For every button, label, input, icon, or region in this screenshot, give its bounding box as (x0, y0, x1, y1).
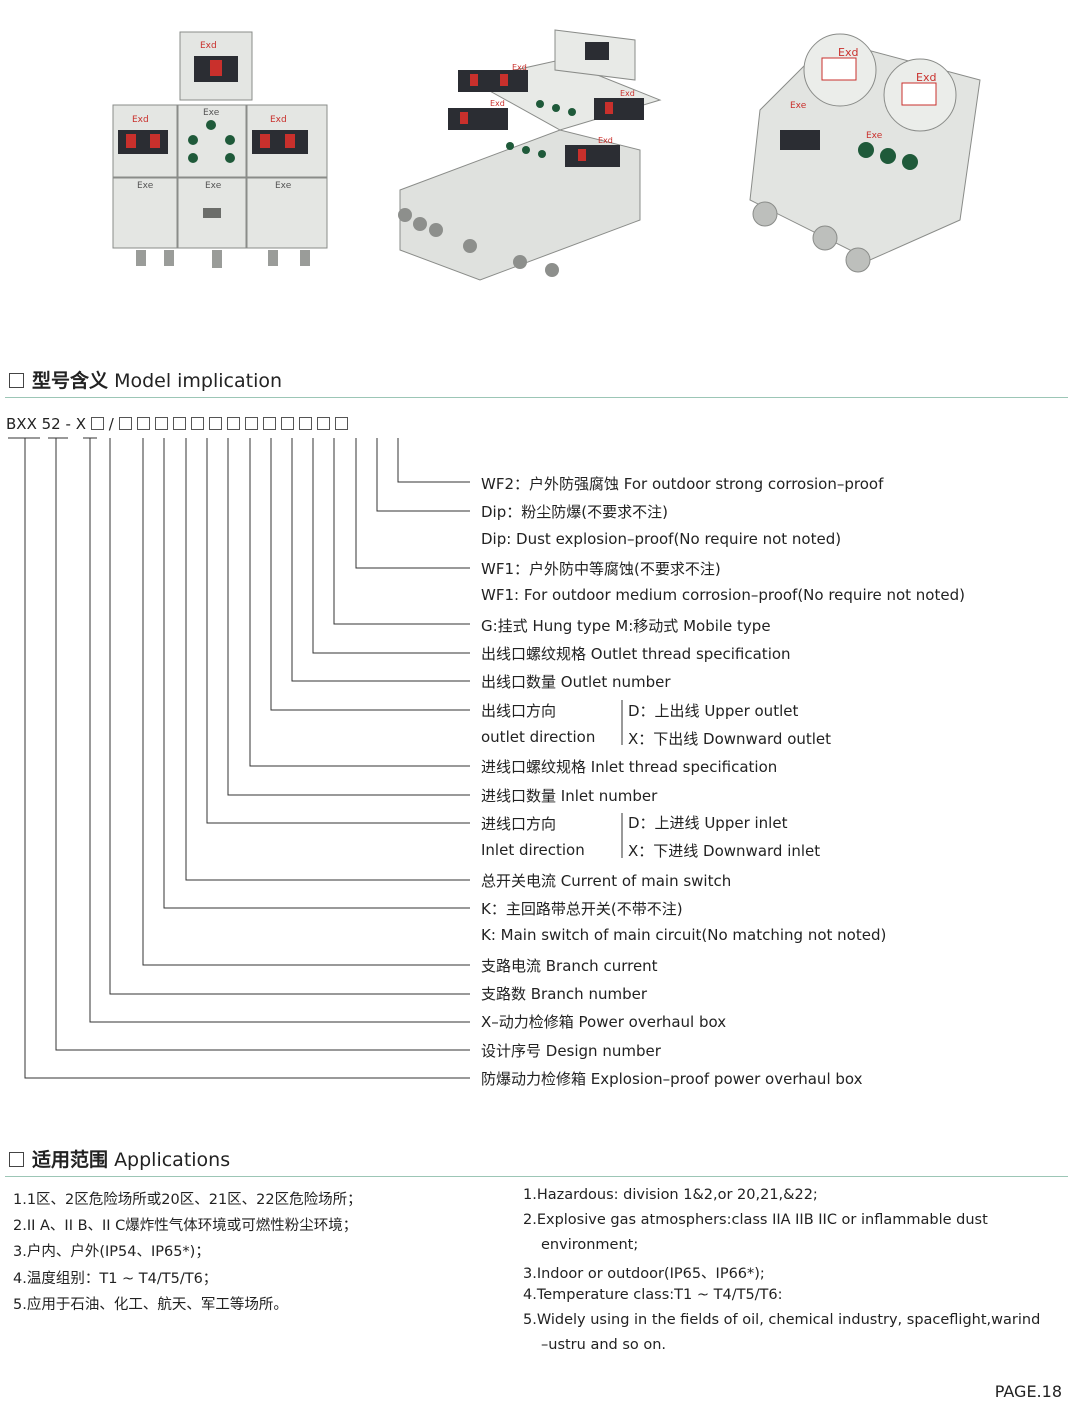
product-3-illustration: Exd Exd Exe Exe (749, 33, 981, 273)
product-photos: Exd Exd Exe Exd Exe Exe Exe (112, 29, 981, 281)
code-slot-box (154, 417, 168, 430)
code-slot-box (90, 417, 104, 430)
model-item-inlet-direction-cn: 进线口方向 (481, 815, 557, 833)
code-slash: / (108, 415, 114, 433)
p1-br-label: Exe (275, 181, 292, 191)
code-slot-box (262, 417, 276, 430)
application-en-2: 2.Explosive gas atmosphers:class IIA IIB… (523, 1212, 988, 1228)
model-item-design-number: 设计序号 Design number (481, 1042, 661, 1060)
p1-bl-label: Exe (137, 181, 154, 191)
application-cn-2: 2.II A、II B、II C爆炸性气体环境或可燃性粉尘环境； (13, 1218, 358, 1234)
model-section-heading: 型号含义 Model implication (9, 366, 282, 393)
product-2-illustration: Exd Exd Exd Exd (398, 29, 662, 281)
inlet-option-downward: X：下进线 Downward inlet (628, 842, 821, 860)
code-slot-box (172, 417, 186, 430)
applications-heading-cn: 适用范围 (32, 1149, 109, 1171)
model-item-inlet-thread: 进线口螺纹规格 Inlet thread specification (481, 758, 778, 776)
code-slot-box (298, 417, 312, 430)
code-slot-box (136, 417, 150, 430)
model-item-box-type: X–动力检修箱 Power overhaul box (481, 1013, 727, 1031)
applications-heading-en: Applications (114, 1149, 231, 1171)
p2-b-label: Exd (490, 99, 505, 108)
applications-divider (5, 1176, 1068, 1177)
model-item-outlet-direction-cn: 出线口方向 (481, 702, 557, 720)
model-item-wf2: WF2：户外防强腐蚀 For outdoor strong corrosion–… (481, 475, 884, 493)
model-item-main-switch-en: K: Main switch of main circuit(No matchi… (481, 926, 887, 944)
application-en-5: 5.Widely using in the fields of oil, che… (523, 1312, 1041, 1328)
p1-mid-label: Exe (203, 108, 220, 118)
code-slot-box (190, 417, 204, 430)
model-item-main-switch-current: 总开关电流 Current of main switch (481, 872, 732, 890)
application-en-2-cont: environment; (541, 1237, 639, 1253)
application-en-3: 3.Indoor or outdoor(IP65、IP66*); (523, 1266, 765, 1282)
p3-d-label: Exe (866, 131, 883, 141)
application-en-4: 4.Temperature class:T1 ~ T4/T5/T6: (523, 1287, 783, 1303)
page-number: PAGE.18 (994, 1382, 1062, 1401)
p1-right-label: Exd (270, 115, 287, 125)
code-slot-box (118, 417, 132, 430)
model-item-inlet-number: 进线口数量 Inlet number (481, 787, 658, 805)
model-code: BXX 52 - X / (6, 415, 353, 433)
p2-c-label: Exd (620, 89, 635, 98)
model-item-outlet-thread: 出线口螺纹规格 Outlet thread specification (481, 645, 791, 663)
code-slot-box (334, 417, 348, 430)
code-slot-box (316, 417, 330, 430)
application-cn-1: 1.1区、2区危险场所或20区、21区、22区危险场所； (13, 1192, 362, 1208)
model-item-mount-type: G:挂式 Hung type M:移动式 Mobile type (481, 617, 771, 635)
code-slot-box (226, 417, 240, 430)
application-en-5-cont: –ustru and so on. (541, 1337, 667, 1353)
model-divider (5, 397, 1068, 398)
code-dash: - (65, 415, 71, 433)
p1-bm-label: Exe (205, 181, 222, 191)
model-item-wf1-en: WF1: For outdoor medium corrosion–proof(… (481, 586, 965, 604)
model-item-dip-en: Dip: Dust explosion–proof(No require not… (481, 530, 842, 548)
model-item-wf1-cn: WF1：户外防中等腐蚀(不要求不注) (481, 560, 721, 578)
p2-d-label: Exd (598, 136, 613, 145)
outlet-option-upper: D：上出线 Upper outlet (628, 702, 799, 720)
heading-checkbox-icon (9, 1152, 24, 1167)
model-item-main-switch-cn: K：主回路带总开关(不带不注) (481, 900, 683, 918)
code-type: X (75, 415, 86, 433)
inlet-option-upper: D：上进线 Upper inlet (628, 814, 788, 832)
model-item-outlet-number: 出线口数量 Outlet number (481, 673, 671, 691)
p2-a-label: Exd (512, 63, 527, 72)
code-slot-box (280, 417, 294, 430)
heading-checkbox-icon (9, 373, 24, 388)
code-slot-box (244, 417, 258, 430)
model-heading-cn: 型号含义 (32, 370, 109, 392)
code-design: 52 (41, 415, 61, 433)
code-slot-box (208, 417, 222, 430)
model-item-inlet-direction-en: Inlet direction (481, 841, 585, 859)
p3-a-label: Exd (838, 46, 858, 59)
model-item-outlet-direction-en: outlet direction (481, 728, 596, 746)
model-item-product-name: 防爆动力检修箱 Explosion–proof power overhaul b… (481, 1070, 863, 1088)
p3-b-label: Exd (916, 71, 936, 84)
model-item-dip-cn: Dip：粉尘防爆(不要求不注) (481, 503, 668, 521)
application-en-1: 1.Hazardous: division 1&2,or 20,21,&22; (523, 1187, 818, 1203)
p1-left-label: Exd (132, 115, 149, 125)
model-heading-en: Model implication (114, 370, 283, 392)
application-cn-5: 5.应用于石油、化工、航天、军工等场所。 (13, 1297, 288, 1313)
model-item-branch-number: 支路数 Branch number (481, 985, 647, 1003)
applications-section-heading: 适用范围 Applications (9, 1145, 230, 1172)
application-cn-4: 4.温度组别：T1 ~ T4/T5/T6； (13, 1271, 218, 1287)
outlet-option-downward: X：下出线 Downward outlet (628, 730, 832, 748)
code-prefix: BXX (6, 415, 37, 433)
application-cn-3: 3.户内、户外(IP54、IP65*)； (13, 1244, 210, 1260)
p3-c-label: Exe (790, 101, 807, 111)
p1-top-label: Exd (200, 41, 217, 51)
model-item-branch-current: 支路电流 Branch current (481, 957, 658, 975)
product-1-illustration: Exd Exd Exe Exd Exe Exe Exe (112, 31, 328, 268)
